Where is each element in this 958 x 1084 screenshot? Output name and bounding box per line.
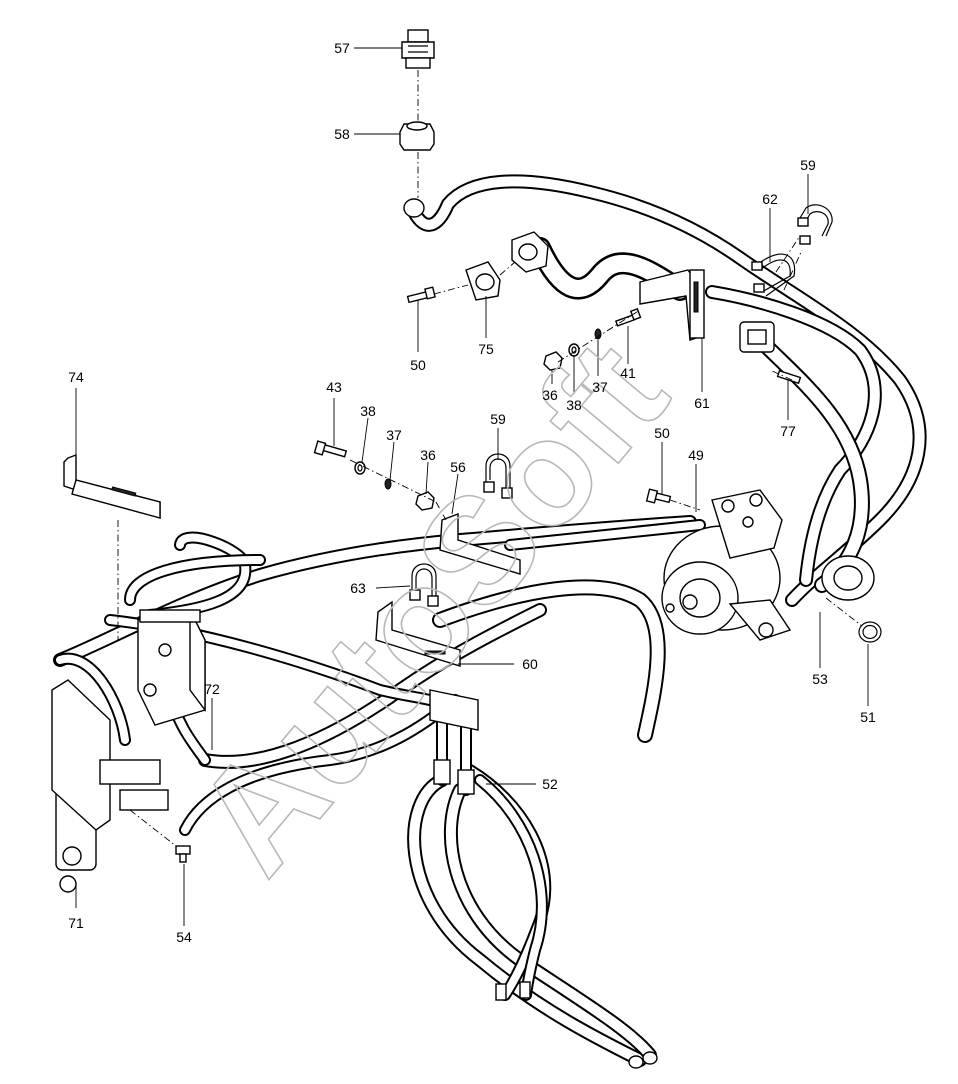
callout-75: 75: [478, 341, 494, 357]
u-bolt-63: [409, 563, 439, 607]
pipe-hook: [432, 579, 666, 743]
callout-37-top: 37: [592, 379, 608, 395]
callout-38-top: 38: [566, 397, 582, 413]
pipe-to-pump: [504, 519, 706, 551]
callout-74: 74: [68, 369, 84, 385]
nut-36-top: [543, 351, 563, 371]
bracket-60: [375, 600, 461, 667]
flange-75: [465, 261, 501, 301]
flange-upper: [511, 231, 549, 273]
pipe-left-u: [124, 531, 266, 621]
callout-72: 72: [204, 681, 220, 697]
crossbar: [429, 689, 479, 731]
callout-62: 62: [762, 191, 778, 207]
bolt-41: [614, 307, 642, 327]
callout-41: 41: [620, 365, 636, 381]
leader-lines: [75, 47, 869, 926]
pipe-bottom-rail: [179, 694, 461, 836]
nut-36-mid: [415, 491, 435, 511]
fitting-53: [821, 555, 875, 601]
hose-bundle-52: [407, 764, 657, 1067]
callout-77: 77: [780, 423, 796, 439]
callout-59-top: 59: [800, 157, 816, 173]
valve-block-72: [137, 609, 206, 726]
callout-58: 58: [334, 126, 350, 142]
callout-63: 63: [350, 580, 366, 596]
callout-49: 49: [688, 447, 704, 463]
callout-36-mid: 36: [420, 447, 436, 463]
watermark: AutoSoft: [162, 309, 699, 904]
u-bolt-59-top: [797, 204, 833, 245]
callout-51: 51: [860, 709, 876, 725]
hose-s-bend: [529, 237, 691, 301]
o-ring-51: [858, 621, 882, 643]
callout-53: 53: [812, 671, 828, 687]
callout-71: 71: [68, 915, 84, 931]
callout-56: 56: [450, 459, 466, 475]
nut-58: [399, 121, 435, 151]
callout-50-top: 50: [410, 357, 426, 373]
callout-60: 60: [522, 656, 538, 672]
pipe-inner-loop: [705, 285, 882, 587]
bracket-56: [439, 512, 521, 575]
callout-61: 61: [694, 395, 710, 411]
watermark-text: AutoSoft: [162, 310, 698, 903]
alignment-lines: [117, 70, 863, 847]
callout-59-mid: 59: [490, 411, 506, 427]
fitting-57: [401, 29, 435, 69]
bolt-43: [313, 440, 348, 458]
bracket-74: [63, 453, 161, 519]
bolt-50-top: [406, 286, 436, 304]
washer-38-mid: [354, 461, 366, 475]
callouts: 57 58 59 62 50 75 41 37 38 36 61 77 74 4…: [68, 40, 876, 945]
callout-36-top: 36: [542, 387, 558, 403]
bolt-54: [175, 845, 191, 863]
callout-37-mid: 37: [386, 427, 402, 443]
elbow-fitting: [403, 198, 425, 218]
callout-54: 54: [176, 929, 192, 945]
washer-37-mid: [384, 478, 392, 490]
hose-ends-52: [433, 759, 658, 1069]
clamp-right: [739, 321, 775, 353]
callout-43: 43: [326, 379, 342, 395]
bolt-50-mid: [645, 488, 672, 504]
callout-50-mid: 50: [654, 425, 670, 441]
pipe-top-loop: [407, 174, 927, 607]
washer-37-top: [594, 328, 602, 340]
frame-block-left: [51, 679, 169, 831]
callout-57: 57: [334, 40, 350, 56]
callout-52: 52: [542, 776, 558, 792]
pump-49: [661, 489, 792, 641]
callout-38-mid: 38: [360, 403, 376, 419]
bracket-61: [639, 269, 705, 341]
